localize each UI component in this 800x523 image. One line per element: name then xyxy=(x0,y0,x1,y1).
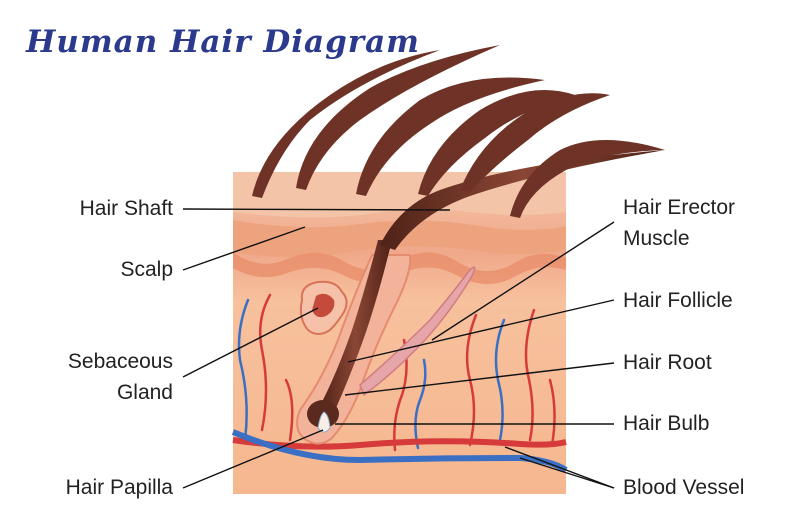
capillaries xyxy=(237,293,556,452)
hair-root xyxy=(319,240,392,419)
label-sebaceous-line-2: Gland xyxy=(116,381,173,404)
erector-leader xyxy=(431,221,615,341)
blood-vessel-vein xyxy=(231,429,568,473)
blood-vessel-leader-1 xyxy=(504,446,615,489)
label-sebaceous-gland: Sebaceous Gland xyxy=(68,346,173,408)
diagram-title: Human Hair Diagram xyxy=(26,24,420,60)
label-blood-vessel: Blood Vessel xyxy=(623,476,745,499)
hair-erector-muscle xyxy=(359,266,476,397)
label-erector-line-1: Hair Erector xyxy=(623,196,736,219)
label-hair-shaft: Hair Shaft xyxy=(79,197,173,220)
hair-shaft-main xyxy=(380,150,665,250)
label-hair-bulb: Hair Bulb xyxy=(623,412,710,435)
follicle-leader xyxy=(347,299,615,363)
scalp-leader xyxy=(182,226,306,271)
label-scalp: Scalp xyxy=(120,258,173,281)
label-erector-line-2: Muscle xyxy=(623,227,690,250)
leader-lines xyxy=(182,208,615,489)
label-hair-follicle: Hair Follicle xyxy=(623,289,733,312)
label-hair-root: Hair Root xyxy=(623,351,712,374)
label-hair-erector-muscle: Hair Erector Muscle xyxy=(623,192,735,254)
hair-papilla xyxy=(317,411,331,433)
hair-shaft-leader xyxy=(182,208,451,211)
blood-vessel-leader-2 xyxy=(519,457,615,489)
sebaceous-leader xyxy=(182,307,319,378)
root-leader xyxy=(344,362,615,396)
label-hair-papilla: Hair Papilla xyxy=(65,476,173,499)
hair-papilla-leader xyxy=(182,429,324,489)
blood-vessel-artery xyxy=(232,437,567,450)
hair-strands xyxy=(252,45,665,218)
label-sebaceous-line-1: Sebaceous xyxy=(67,350,173,373)
